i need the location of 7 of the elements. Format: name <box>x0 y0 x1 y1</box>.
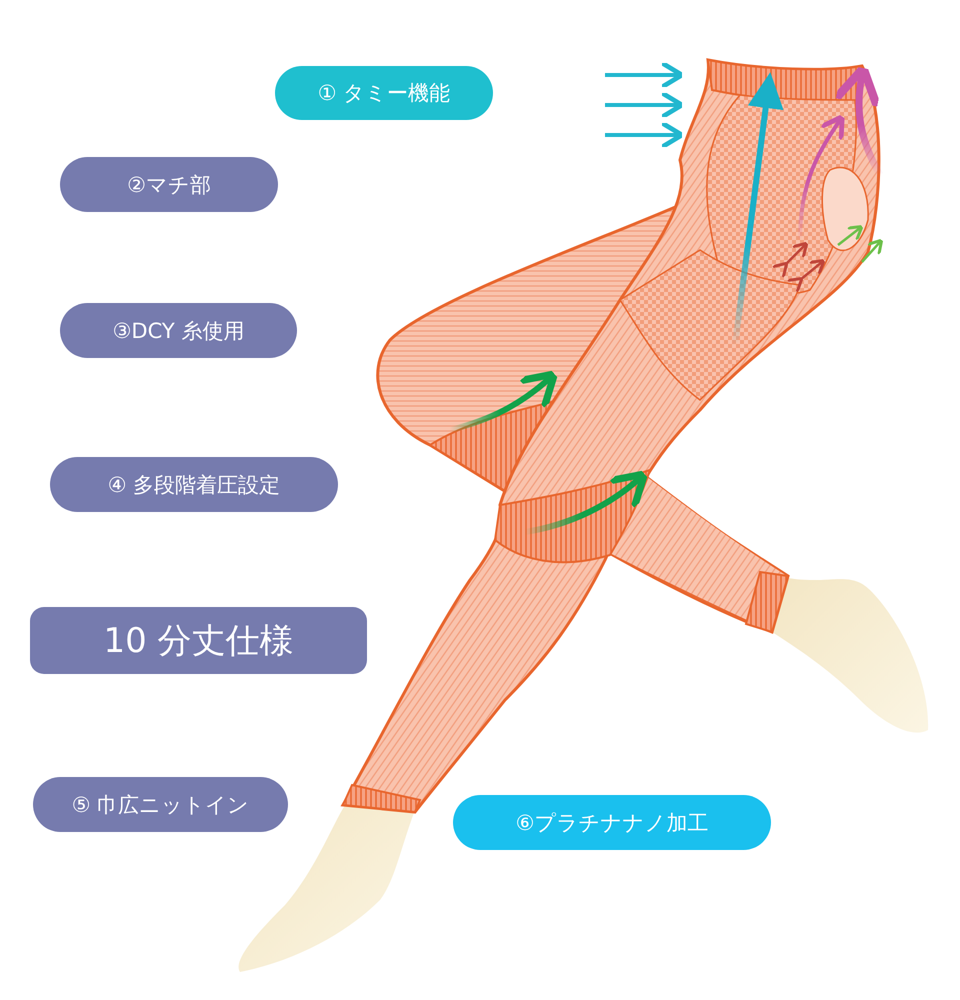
feature-label: ⑤ 巾広ニットイン <box>33 777 288 832</box>
feature-label: ③DCY 糸使用 <box>60 303 297 358</box>
feature-label: 10 分丈仕様 <box>30 607 367 674</box>
feature-label: ⑥プラチナナノ加工 <box>453 795 771 850</box>
feature-label: ④ 多段階着圧設定 <box>50 457 338 512</box>
feature-label: ① タミー機能 <box>275 66 493 120</box>
feature-label: ②マチ部 <box>60 157 278 212</box>
